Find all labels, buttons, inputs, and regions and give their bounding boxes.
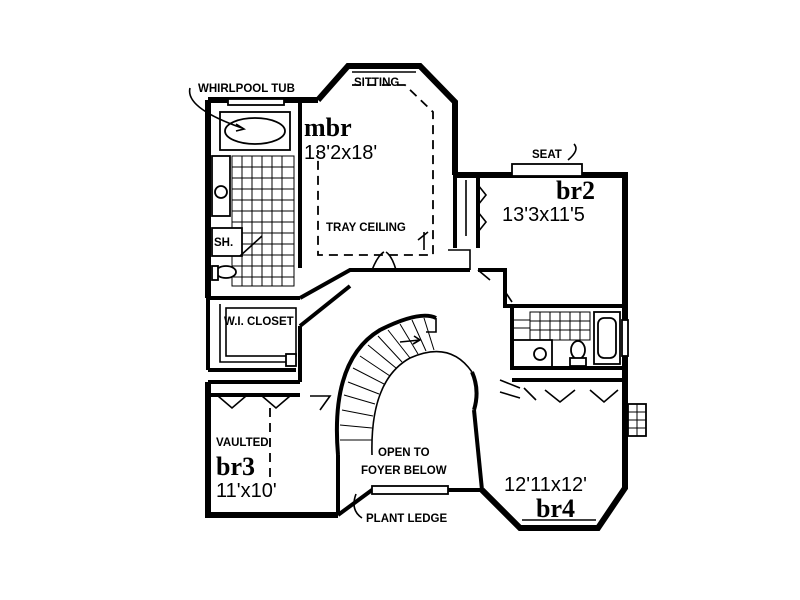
whirlpool-tub bbox=[188, 87, 291, 151]
label-wi-closet: W.I. CLOSET bbox=[224, 316, 294, 328]
curved-stair bbox=[334, 313, 479, 456]
label-br3-size: 11'x10' bbox=[216, 480, 277, 502]
label-br4-size: 12'11x12' bbox=[504, 474, 587, 496]
master-doors bbox=[371, 231, 429, 271]
label-mbr-size: 13'2x18' bbox=[304, 142, 377, 164]
seat-window bbox=[511, 163, 583, 177]
seat-pointer bbox=[567, 143, 577, 161]
label-plant-ledge: PLANT LEDGE bbox=[366, 513, 447, 525]
bedroom-3-walls bbox=[205, 382, 340, 518]
hall-walls bbox=[208, 249, 471, 384]
label-open-to: OPEN TO bbox=[378, 447, 430, 459]
bedroom-3-closet bbox=[217, 395, 291, 480]
label-shower: SH. bbox=[214, 237, 233, 249]
master-vanity bbox=[211, 155, 231, 217]
bedroom-4-walls bbox=[472, 368, 628, 531]
label-br4-name: br4 bbox=[536, 494, 575, 523]
chimney bbox=[627, 403, 647, 437]
hall-bath bbox=[510, 306, 629, 370]
label-seat: SEAT bbox=[532, 149, 562, 161]
master-bath-tile bbox=[231, 155, 295, 287]
walk-in-closet bbox=[206, 298, 297, 372]
master-shower bbox=[211, 227, 263, 257]
label-foyer-below: FOYER BELOW bbox=[361, 465, 447, 477]
bedroom-2-closet-doors bbox=[465, 180, 488, 236]
label-whirlpool-tub: WHIRLPOOL TUB bbox=[198, 83, 295, 95]
label-br2-size: 13'3x11'5 bbox=[502, 204, 585, 226]
master-toilet bbox=[211, 265, 237, 281]
label-mbr-name: mbr bbox=[304, 113, 352, 142]
label-sitting: SITTING bbox=[354, 77, 399, 89]
master-bedroom-walls bbox=[205, 63, 458, 300]
tray-ceiling-outline bbox=[317, 84, 434, 256]
bath-window bbox=[227, 98, 285, 106]
label-br3-name: br3 bbox=[216, 452, 255, 481]
label-tray-ceiling: TRAY CEILING bbox=[326, 222, 406, 234]
bedroom-4-closet bbox=[523, 387, 619, 404]
label-vaulted: VAULTED bbox=[216, 437, 269, 449]
plant-ledge bbox=[336, 485, 482, 519]
label-br2-name: br2 bbox=[556, 176, 595, 205]
hall-doors bbox=[310, 269, 521, 411]
